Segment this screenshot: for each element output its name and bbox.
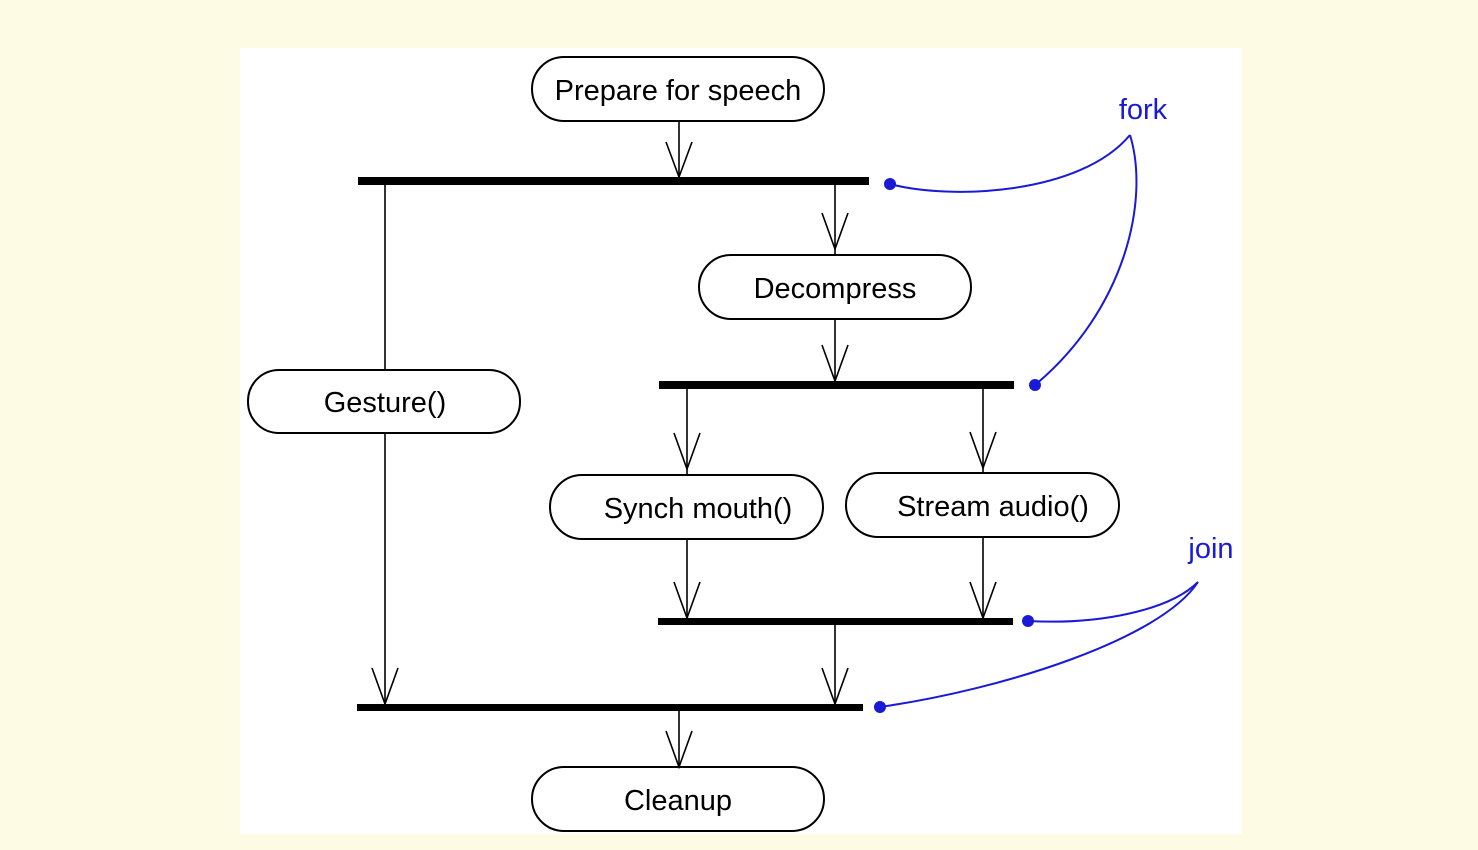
flow-synch-to-join (673, 539, 701, 621)
node-cleanup: Cleanup (531, 766, 825, 832)
node-gesture-label: Gesture() (324, 387, 446, 419)
join-leader-1 (1027, 581, 1199, 623)
flow-join-to-join2 (821, 625, 849, 707)
join-annotation: join (874, 533, 1234, 713)
fork-bar-2 (659, 381, 1014, 389)
node-cleanup-label: Cleanup (624, 785, 732, 817)
fork-leader-1 (889, 134, 1131, 193)
fork-dot-2 (1029, 379, 1041, 391)
node-decompress-label: Decompress (754, 273, 917, 305)
flow-decompress-to-fork2 (821, 319, 849, 384)
join-dot-1 (1022, 615, 1034, 627)
flow-prepare-to-fork (665, 121, 693, 180)
node-gesture: Gesture() (247, 369, 521, 434)
node-prepare-label: Prepare for speech (555, 75, 802, 107)
join-bar-2 (357, 704, 863, 711)
join-dot-2 (874, 701, 886, 713)
flow-fork2-to-stream (969, 389, 997, 473)
node-decompress: Decompress (698, 254, 972, 320)
fork-label: fork (1119, 94, 1168, 126)
join-bar-1 (658, 618, 1013, 625)
node-stream-audio: Stream audio() (845, 472, 1120, 538)
flow-fork-to-decompress (821, 185, 849, 255)
flow-stream-to-join (969, 537, 997, 621)
flow-gesture-to-join2 (371, 433, 399, 707)
node-stream-label: Stream audio() (897, 491, 1089, 523)
fork-bar-1 (358, 177, 869, 185)
node-prepare-for-speech: Prepare for speech (531, 56, 825, 122)
fork-leader-2 (1034, 134, 1138, 386)
node-synch-label: Synch mouth() (604, 493, 793, 525)
fork-dot-1 (884, 178, 896, 190)
flow-fork2-to-synch (673, 389, 701, 475)
node-synch-mouth: Synch mouth() (549, 474, 824, 540)
fork-annotation: fork (884, 94, 1168, 391)
join-label: join (1187, 533, 1233, 565)
join-leader-2 (879, 581, 1199, 708)
flow-join2-to-cleanup (665, 711, 693, 770)
